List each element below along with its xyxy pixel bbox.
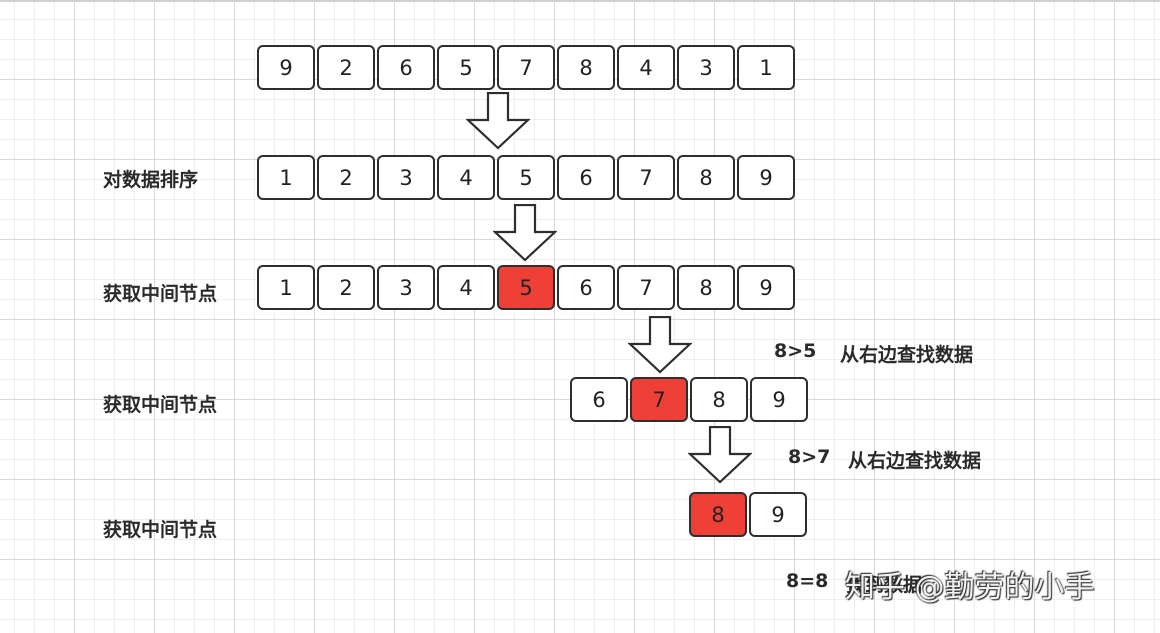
array-cell: 7 <box>617 265 675 310</box>
array-cell: 6 <box>557 155 615 200</box>
watermark-text: 知乎 @勤劳的小手 <box>845 570 1095 605</box>
array-cell: 6 <box>570 377 628 422</box>
array-cell: 4 <box>617 45 675 90</box>
array-cell: 5 <box>497 155 555 200</box>
array-cell: 7 <box>617 155 675 200</box>
direction-text: 找到数据 <box>846 574 923 596</box>
array-cell: 1 <box>737 45 795 90</box>
array-cell: 3 <box>377 155 435 200</box>
array-cell: 9 <box>750 377 808 422</box>
array-cell: 5 <box>437 45 495 90</box>
down-arrow-icon <box>466 92 530 150</box>
array-cell-highlighted: 7 <box>630 377 688 422</box>
comparison-text: 8=8 <box>786 570 829 592</box>
array-sorted: 1 2 3 4 5 6 7 8 9 <box>257 155 797 202</box>
comparison-text: 8>7 <box>788 446 831 468</box>
array-cell: 2 <box>317 155 375 200</box>
array-cell: 6 <box>377 45 435 90</box>
step-label-middle: 获取中间节点 <box>103 283 218 305</box>
array-cell: 8 <box>690 377 748 422</box>
array-cell: 9 <box>737 155 795 200</box>
array-cell: 9 <box>749 492 807 537</box>
direction-text: 从右边查找数据 <box>840 344 974 366</box>
down-arrow-icon <box>493 204 557 262</box>
array-middle-first: 1 2 3 4 5 6 7 8 9 <box>257 265 797 312</box>
array-middle-second: 6 7 8 9 <box>570 377 810 424</box>
canvas-top-edge <box>0 0 1160 2</box>
array-cell-highlighted: 5 <box>497 265 555 310</box>
array-cell: 2 <box>317 265 375 310</box>
direction-text: 从右边查找数据 <box>848 450 982 472</box>
array-middle-third: 8 9 <box>689 492 809 539</box>
array-cell: 8 <box>557 45 615 90</box>
down-arrow-icon <box>688 426 752 484</box>
array-cell: 8 <box>677 155 735 200</box>
step-label-sort: 对数据排序 <box>103 169 199 191</box>
array-cell: 9 <box>737 265 795 310</box>
array-cell: 1 <box>257 265 315 310</box>
down-arrow-icon <box>628 316 692 374</box>
array-cell: 1 <box>257 155 315 200</box>
array-cell: 3 <box>677 45 735 90</box>
array-cell: 4 <box>437 155 495 200</box>
array-cell: 7 <box>497 45 555 90</box>
step-label-middle: 获取中间节点 <box>103 394 218 416</box>
array-cell-highlighted: 8 <box>689 492 747 537</box>
array-cell: 3 <box>377 265 435 310</box>
comparison-text: 8>5 <box>774 340 817 362</box>
array-cell: 8 <box>677 265 735 310</box>
array-cell: 6 <box>557 265 615 310</box>
array-cell: 2 <box>317 45 375 90</box>
step-label-middle: 获取中间节点 <box>103 519 218 541</box>
array-original: 9 2 6 5 7 8 4 3 1 <box>257 45 797 92</box>
array-cell: 9 <box>257 45 315 90</box>
array-cell: 4 <box>437 265 495 310</box>
